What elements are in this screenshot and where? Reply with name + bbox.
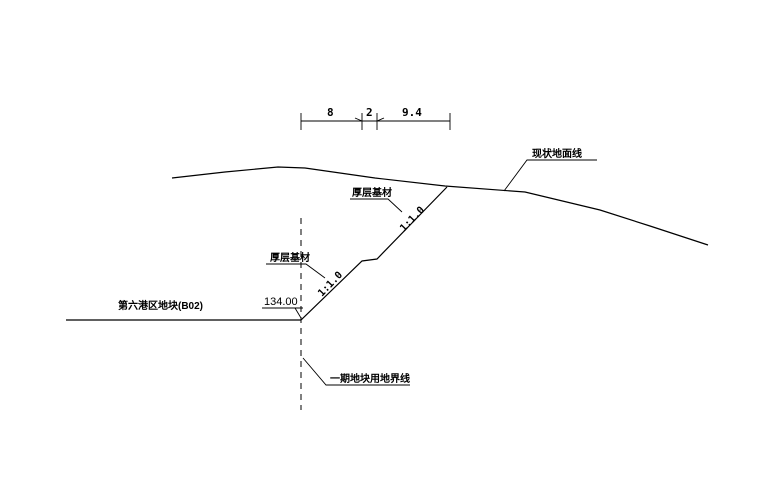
fill-material-upper-label: 厚层基材	[352, 186, 392, 199]
dimension-label-2: 2	[366, 106, 373, 119]
slope-ratio-upper: 1:1.0	[398, 205, 427, 234]
fill-material-lower-leader	[266, 263, 326, 279]
existing-ground-label: 现状地面线	[532, 147, 582, 160]
dimension-arrow-2	[376, 117, 385, 122]
existing-ground-leader	[503, 159, 597, 192]
dimension-arrow-1	[354, 117, 363, 122]
elevation-value: 134.00	[264, 296, 298, 308]
elevation-marker: 134.00	[262, 296, 303, 319]
dimension-group: 8 2 9.4	[300, 106, 451, 130]
elevation-pointer	[294, 307, 302, 319]
plot-name-label: 第六港区地块(B02)	[118, 299, 203, 312]
dimension-label-8: 8	[327, 106, 334, 119]
fill-material-lower-label: 厚层基材	[270, 251, 310, 264]
existing-ground-line	[171, 166, 709, 246]
boundary-label: 一期地块用地界线	[330, 372, 410, 385]
slope-profile-line	[66, 186, 448, 321]
boundary-leader	[302, 357, 410, 386]
dimension-label-9-4: 9.4	[402, 106, 422, 119]
fill-material-upper-leader	[350, 198, 403, 213]
